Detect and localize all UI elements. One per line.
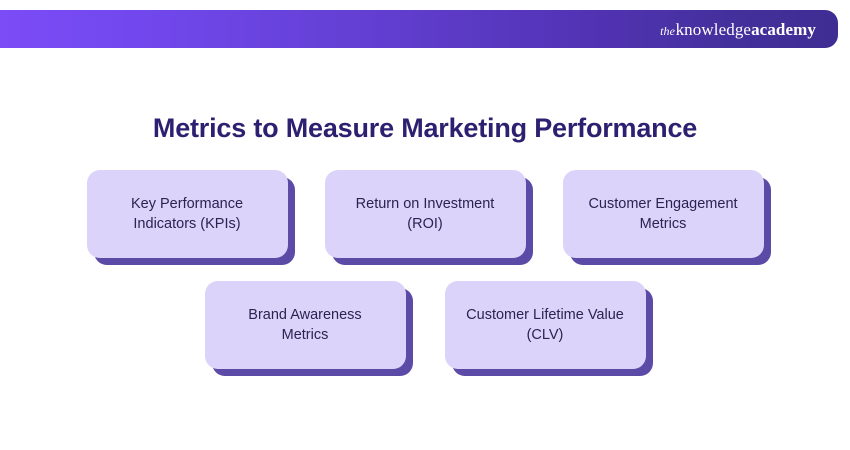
metric-card-roi[interactable]: Return on Investment (ROI)	[324, 170, 526, 258]
metric-card-label: Brand Awareness Metrics	[248, 307, 362, 343]
brand-logo-academy: academy	[751, 19, 816, 39]
metric-card-clv[interactable]: Customer Lifetime Value (CLV)	[444, 281, 646, 369]
page-title: Metrics to Measure Marketing Performance	[152, 113, 698, 144]
metric-card-label: Customer Engagement Metrics	[588, 196, 738, 232]
brand-logo-the: the	[660, 23, 676, 38]
metric-card-label: Customer Lifetime Value (CLV)	[466, 307, 624, 343]
metric-card-label: Key Performance Indicators (KPIs)	[130, 196, 244, 232]
cards-container: Key Performance Indicators (KPIs) Return…	[0, 170, 850, 369]
card-row-2: Brand Awareness Metrics Customer Lifetim…	[0, 281, 850, 369]
brand-logo-knowledge: knowledge	[675, 19, 752, 39]
metric-card-customer-engagement[interactable]: Customer Engagement Metrics	[562, 170, 764, 258]
metric-card-label: Return on Investment (ROI)	[355, 196, 495, 232]
card-row-1: Key Performance Indicators (KPIs) Return…	[0, 170, 850, 258]
metric-card-kpi[interactable]: Key Performance Indicators (KPIs)	[86, 170, 288, 258]
metric-card-brand-awareness[interactable]: Brand Awareness Metrics	[204, 281, 406, 369]
